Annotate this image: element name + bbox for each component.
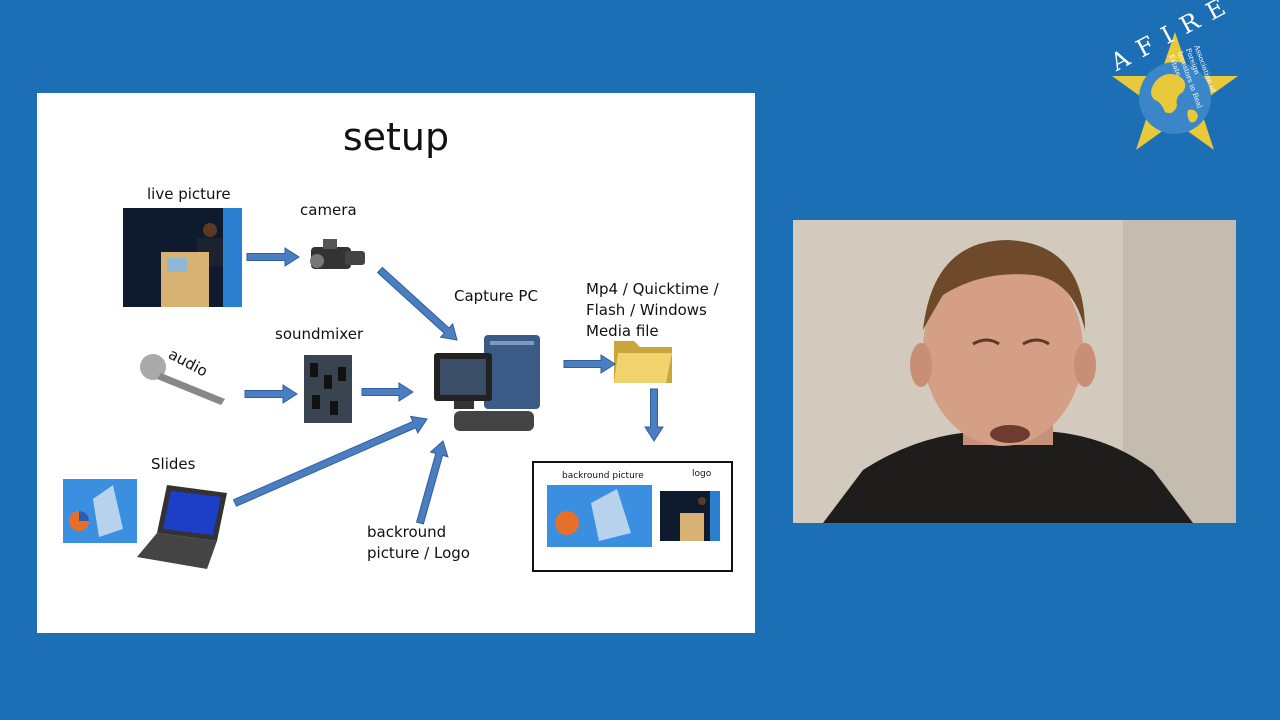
arrow-mixer-to-pc: [361, 382, 414, 402]
background-picture-thumbnail: [547, 485, 652, 547]
label-logo: logo: [692, 469, 712, 479]
label-live-picture: live picture: [147, 185, 231, 203]
arrow-slides-to-pc: [232, 415, 428, 507]
label-soundmixer: soundmixer: [275, 325, 364, 343]
soundmixer-image: [304, 355, 352, 423]
slides-thumbnail: [63, 479, 137, 543]
label-slides: Slides: [151, 455, 196, 473]
microphone-icon: [137, 351, 229, 405]
arrow-background-to-pc: [415, 440, 449, 525]
live-picture-image: [123, 208, 242, 307]
label-output-formats: Mp4 / Quicktime / Flash / Windows Media …: [586, 280, 719, 340]
arrow-camera-to-pc: [376, 266, 458, 341]
speaker-video: [793, 220, 1236, 523]
folder-icon: [610, 331, 676, 387]
arrow-pc-to-file: [563, 354, 616, 374]
arrow-file-to-output: [644, 388, 664, 442]
afire-logo: A F I R E Association of Foreign Investo…: [1100, 0, 1250, 169]
label-capture-pc: Capture PC: [454, 287, 538, 305]
logo-thumbnail: [660, 491, 720, 541]
label-background-picture: backround picture: [562, 471, 644, 481]
output-preview-box: backround picture logo: [532, 461, 733, 572]
slide-title: setup: [342, 115, 450, 159]
arrow-audio-to-mixer: [244, 384, 298, 404]
arrow-live-to-camera: [246, 247, 300, 267]
camera-icon: [305, 235, 369, 277]
label-background-logo: backround picture / Logo: [367, 523, 470, 562]
laptop-icon: [137, 481, 229, 571]
computer-icon: [432, 331, 547, 436]
presentation-slide: setup live picture camera Capture PC: [37, 93, 755, 633]
label-camera: camera: [300, 201, 357, 219]
